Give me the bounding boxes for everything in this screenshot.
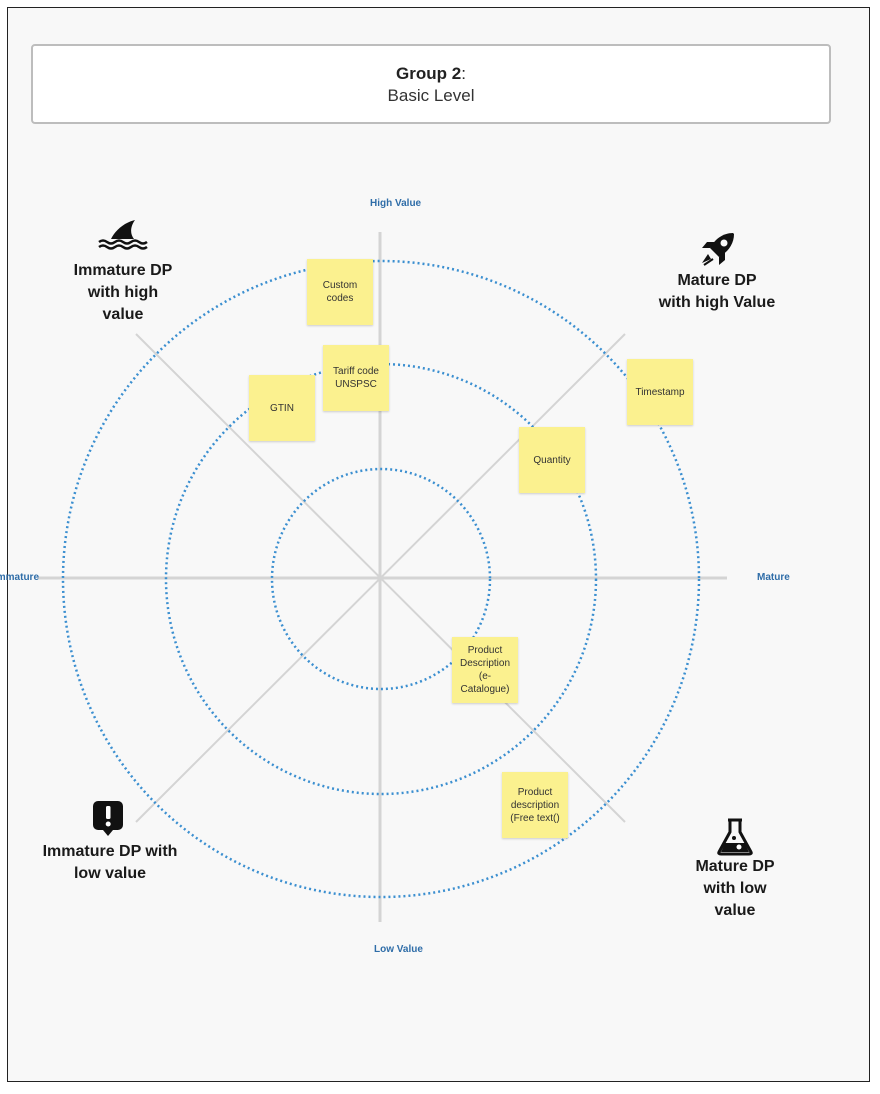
group-title: Group 2:: [396, 64, 466, 83]
axis-label-high-value: High Value: [370, 198, 422, 209]
level-subtitle: Basic Level: [387, 86, 475, 105]
sticky-note-quantity[interactable]: Quantity: [519, 427, 585, 493]
title-card[interactable]: Group 2: Basic Level: [31, 44, 831, 124]
alert-icon: [93, 801, 123, 836]
sticky-note-gtin[interactable]: GTIN: [249, 375, 315, 441]
diagonal-axis-2: [135, 333, 626, 823]
middle-ring: [164, 362, 598, 796]
axis-label-immature: Immature: [0, 572, 40, 583]
outer-ring: [61, 259, 701, 899]
inner-ring: [270, 467, 492, 691]
shark-fin-icon: [98, 220, 148, 250]
sticky-note-product-description-free-text[interactable]: Product description (Free text(): [502, 772, 568, 838]
axis-label-mature: Mature: [757, 572, 790, 583]
sticky-note-tariff-code[interactable]: Tariff code UNSPSC: [323, 345, 389, 411]
sticky-note-product-description-ecatalogue[interactable]: Product Description (e-Catalogue): [452, 637, 518, 703]
sticky-note-custom-codes[interactable]: Custom codes: [307, 259, 373, 325]
sticky-note-timestamp[interactable]: Timestamp: [627, 359, 693, 425]
quadrant-label-mature-low: Mature DP with low value: [695, 858, 775, 919]
flask-icon: [717, 818, 753, 856]
rocket-icon: [702, 233, 734, 266]
canvas-frame: [7, 7, 870, 1082]
quadrant-label-immature-high: Immature DP with high value: [73, 262, 173, 323]
axis-label-low-value: Low Value: [374, 944, 423, 955]
quadrant-label-immature-low: Immature DP with low value: [42, 843, 178, 882]
quadrant-label-mature-high: Mature DP with high Value: [658, 272, 776, 311]
